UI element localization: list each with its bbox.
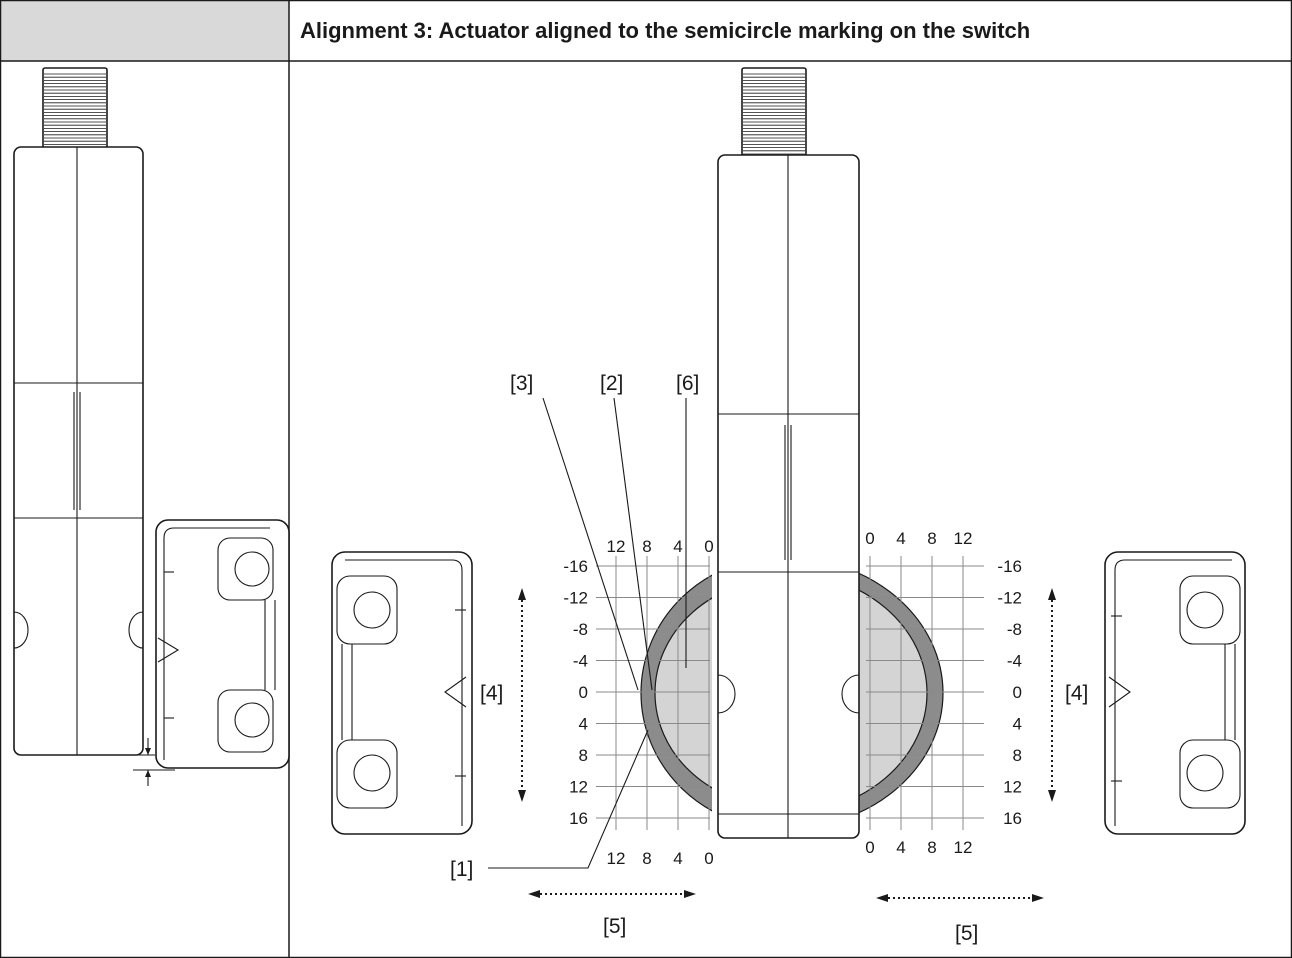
- switch-front-view: [717, 67, 860, 839]
- header-cell-left: [0, 0, 289, 61]
- callout-6: [6]: [676, 372, 699, 395]
- side-actuator-body: [155, 519, 290, 769]
- callout-4-left: [4]: [480, 682, 503, 705]
- header-cell-right: [289, 0, 1292, 61]
- v-tick-left: 0: [579, 683, 588, 702]
- v-tick-right: -12: [997, 589, 1022, 608]
- side-actuator-triangle-marking: [157, 637, 180, 663]
- h-tick-right-top: 8: [927, 529, 936, 548]
- v-tick-left: -12: [563, 589, 588, 608]
- callout-3: [3]: [510, 372, 533, 395]
- zone-left-inner: [655, 598, 712, 788]
- v-tick-right: -8: [1007, 620, 1022, 639]
- v-tick-left: 8: [579, 746, 588, 765]
- switch-side-view: [13, 67, 144, 756]
- v-tick-right: 16: [1003, 809, 1022, 828]
- front-semicircle-marking-left: [717, 674, 736, 714]
- h-tick-left-top: 4: [673, 537, 682, 556]
- side-thread-lines: [44, 73, 106, 145]
- v-tick-right: -4: [1007, 652, 1022, 671]
- front-thread-lines: [743, 73, 805, 155]
- v-tick-left: -4: [573, 652, 588, 671]
- actuator-right-triangle-marking: [1108, 676, 1131, 708]
- actuator-right-body: [1104, 551, 1246, 835]
- motion-arrows: [518, 588, 1056, 902]
- callout-5-right: [5]: [955, 922, 978, 945]
- h-tick-right-top: 0: [865, 529, 874, 548]
- h-tick-right-top: 12: [954, 529, 973, 548]
- gap-dimension: [133, 738, 175, 786]
- actuator-left-triangle-marking: [444, 676, 467, 708]
- callout-4-right: [4]: [1065, 682, 1088, 705]
- actuator-side-view: [155, 519, 290, 769]
- v-tick-right: 4: [1013, 715, 1022, 734]
- leader-lines: [488, 397, 687, 869]
- v-tick-left: 12: [569, 778, 588, 797]
- v-tick-right: -16: [997, 557, 1022, 576]
- v-tick-right: 0: [1013, 683, 1022, 702]
- actuator-left: [331, 551, 473, 835]
- callout-2: [2]: [600, 372, 623, 395]
- switching-zone: [640, 572, 944, 814]
- actuator-left-body: [331, 551, 473, 835]
- h-tick-right-top: 4: [896, 529, 905, 548]
- h-tick-right-bottom: 12: [954, 838, 973, 857]
- h-tick-left-bottom: 12: [607, 849, 626, 868]
- h-tick-left-top: 0: [704, 537, 713, 556]
- h-tick-right-bottom: 8: [927, 838, 936, 857]
- v-tick-right: 8: [1013, 746, 1022, 765]
- h-tick-left-bottom: 8: [642, 849, 651, 868]
- h-tick-left-top: 8: [642, 537, 651, 556]
- h-tick-left-top: 12: [607, 537, 626, 556]
- actuator-right: [1104, 551, 1246, 835]
- h-tick-right-bottom: 4: [896, 838, 905, 857]
- header-title: Alignment 3: Actuator aligned to the sem…: [300, 18, 1030, 43]
- h-tick-left-bottom: 4: [673, 849, 682, 868]
- front-semicircle-marking-right: [841, 674, 860, 714]
- side-switch-body: [13, 146, 144, 756]
- side-semicircle-marking: [13, 611, 29, 649]
- v-tick-right: 12: [1003, 778, 1022, 797]
- h-tick-right-bottom: 0: [865, 838, 874, 857]
- v-tick-left: 16: [569, 809, 588, 828]
- scale-grid-left: [596, 556, 710, 830]
- h-tick-left-bottom: 0: [704, 849, 713, 868]
- callout-1: [1]: [450, 858, 473, 881]
- v-tick-left: -16: [563, 557, 588, 576]
- scale-labels: -16 -16 -12 -12 -8 -8 -4 -4 0 0 4 4 8 8 12 12 16 16 12 12 8 8…: [563, 529, 1022, 868]
- zone-right-inner: [858, 589, 927, 797]
- v-tick-left: -8: [573, 620, 588, 639]
- scale-grid-right: [866, 556, 984, 830]
- callout-5-left: [5]: [603, 915, 626, 938]
- v-tick-left: 4: [579, 715, 588, 734]
